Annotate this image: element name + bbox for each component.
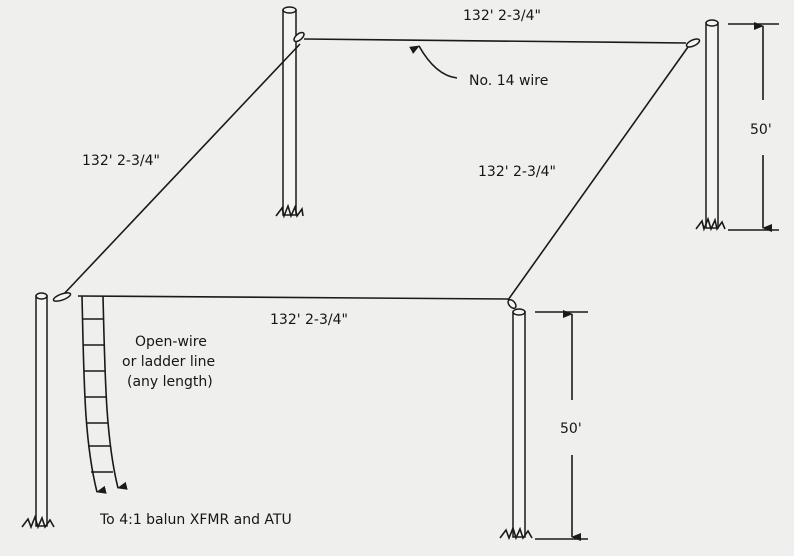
top-wire-length: 132' 2-3/4" <box>463 8 541 24</box>
loop-wire <box>52 31 701 310</box>
feedline-line3: (any length) <box>127 374 213 390</box>
destination-label: To 4:1 balun XFMR and ATU <box>99 512 292 528</box>
right-wire-length: 132' 2-3/4" <box>478 164 556 180</box>
left-wire-length: 132' 2-3/4" <box>82 153 160 169</box>
pole-front-right <box>499 308 533 541</box>
pole-back-right <box>695 19 726 232</box>
height-back: 50' <box>750 122 772 138</box>
insulator <box>293 31 305 43</box>
feedline-line2: or ladder line <box>122 354 215 370</box>
wire-note: No. 14 wire <box>469 73 548 89</box>
pole-front-left <box>21 292 55 530</box>
bottom-wire-length: 132' 2-3/4" <box>270 312 348 328</box>
height-front: 50' <box>560 421 582 437</box>
feedline-line1: Open-wire <box>135 334 207 350</box>
dimension-back <box>728 22 779 232</box>
dimension-front <box>535 310 588 541</box>
insulator <box>685 38 701 48</box>
wire-note-arrow <box>409 45 458 79</box>
ladder-line <box>81 295 128 494</box>
insulator <box>52 292 72 302</box>
pole-back-left <box>275 6 304 219</box>
insulator <box>507 298 517 310</box>
